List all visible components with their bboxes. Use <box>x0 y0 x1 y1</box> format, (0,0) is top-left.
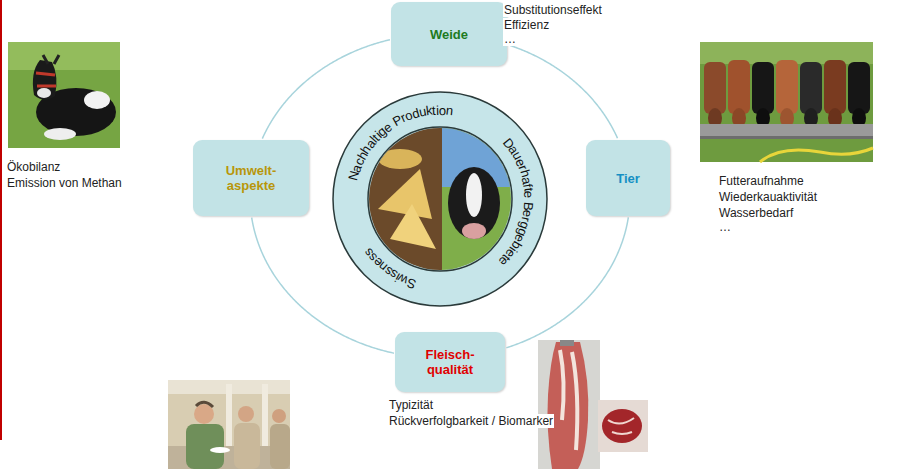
illustration-part <box>466 173 482 217</box>
cattle-trough-photo <box>700 42 873 162</box>
illustration-part <box>37 88 51 98</box>
note-text: Futteraufnahme <box>718 174 805 188</box>
margin-line <box>0 0 2 440</box>
cycle-arc <box>506 217 628 347</box>
ring-text: Dauerhafte Berggebiete <box>332 91 548 307</box>
topic-label: Weide <box>430 27 468 42</box>
note-text: Rückverfolgbarkeit / Biomarker <box>388 414 554 428</box>
note-text: Effizienz <box>503 18 550 32</box>
carcass-photo <box>538 340 648 469</box>
topic-label: Tier <box>616 171 640 186</box>
ring-letter: i <box>436 102 439 117</box>
illustration-part <box>560 340 574 346</box>
illustration-part <box>36 73 56 86</box>
topic-box: Tier <box>586 140 670 216</box>
note-text: Wiederkauaktivität <box>718 190 818 204</box>
tasting-booth-photo <box>168 380 290 469</box>
illustration-part <box>368 127 512 271</box>
ring-letter: o <box>439 102 447 117</box>
illustration-part <box>378 169 432 219</box>
note-text: … <box>503 32 517 46</box>
illustration-part <box>168 380 290 469</box>
topic-box: Fleisch- qualität <box>395 332 505 392</box>
topic-box: Weide <box>391 2 507 66</box>
illustration-part <box>368 127 442 271</box>
illustration-part <box>700 124 873 136</box>
note-text: Typizität <box>388 398 434 412</box>
illustration-part <box>270 424 290 469</box>
illustration-part <box>44 128 76 140</box>
ring-outline <box>332 91 548 307</box>
illustration-part <box>848 62 870 114</box>
illustration-part <box>390 204 436 249</box>
illustration-part <box>602 409 642 443</box>
ring-letter: n <box>445 103 454 119</box>
center-photo <box>368 127 514 271</box>
illustration-part <box>824 60 846 114</box>
topic-box: Umwelt- aspekte <box>193 140 309 216</box>
illustration-part <box>548 342 589 469</box>
illustration-part <box>36 88 116 136</box>
illustration-part <box>238 406 254 422</box>
illustration-part <box>598 400 648 452</box>
illustration-part <box>196 402 213 407</box>
illustration-part <box>186 424 224 469</box>
illustration-part <box>760 148 873 162</box>
illustration-part <box>84 91 110 109</box>
illustration-part <box>8 42 120 70</box>
illustration-part <box>728 60 750 114</box>
illustration-part <box>752 62 774 114</box>
illustration-part <box>538 340 600 469</box>
illustration-part <box>210 447 230 453</box>
topic-label: Fleisch- qualität <box>414 347 486 377</box>
illustration-part <box>8 42 120 148</box>
illustration-part <box>333 92 547 306</box>
illustration-part <box>700 42 873 162</box>
note-text: … <box>718 220 732 234</box>
illustration-part <box>462 223 486 239</box>
ring-text: Nachhaltige Produktion <box>332 91 548 307</box>
illustration-part <box>608 418 634 434</box>
illustration-part <box>700 136 873 139</box>
note-text: Emission von Methan <box>6 176 123 190</box>
note-text: Wasserbedarf <box>718 206 794 220</box>
ring-text: Swissness <box>332 91 548 307</box>
illustration-part <box>704 62 726 114</box>
center-ring: Nachhaltige ProduktionDauerhafte Berggeb… <box>332 91 548 307</box>
illustration-part <box>234 423 260 469</box>
cow-photo <box>8 42 120 148</box>
illustration-part <box>800 62 822 114</box>
note-text: Substitutionseffekt <box>503 3 603 17</box>
illustration-part <box>272 409 286 423</box>
illustration-part <box>560 350 577 450</box>
illustration-part <box>33 60 57 100</box>
illustration-part <box>776 60 798 114</box>
cycle-arc <box>509 45 618 138</box>
ring-letter: e <box>521 191 536 199</box>
illustration-part <box>448 167 500 239</box>
topic-label: Umwelt- aspekte <box>215 163 287 193</box>
note-text: Ökobilanz <box>6 160 61 174</box>
illustration-part <box>43 55 59 64</box>
